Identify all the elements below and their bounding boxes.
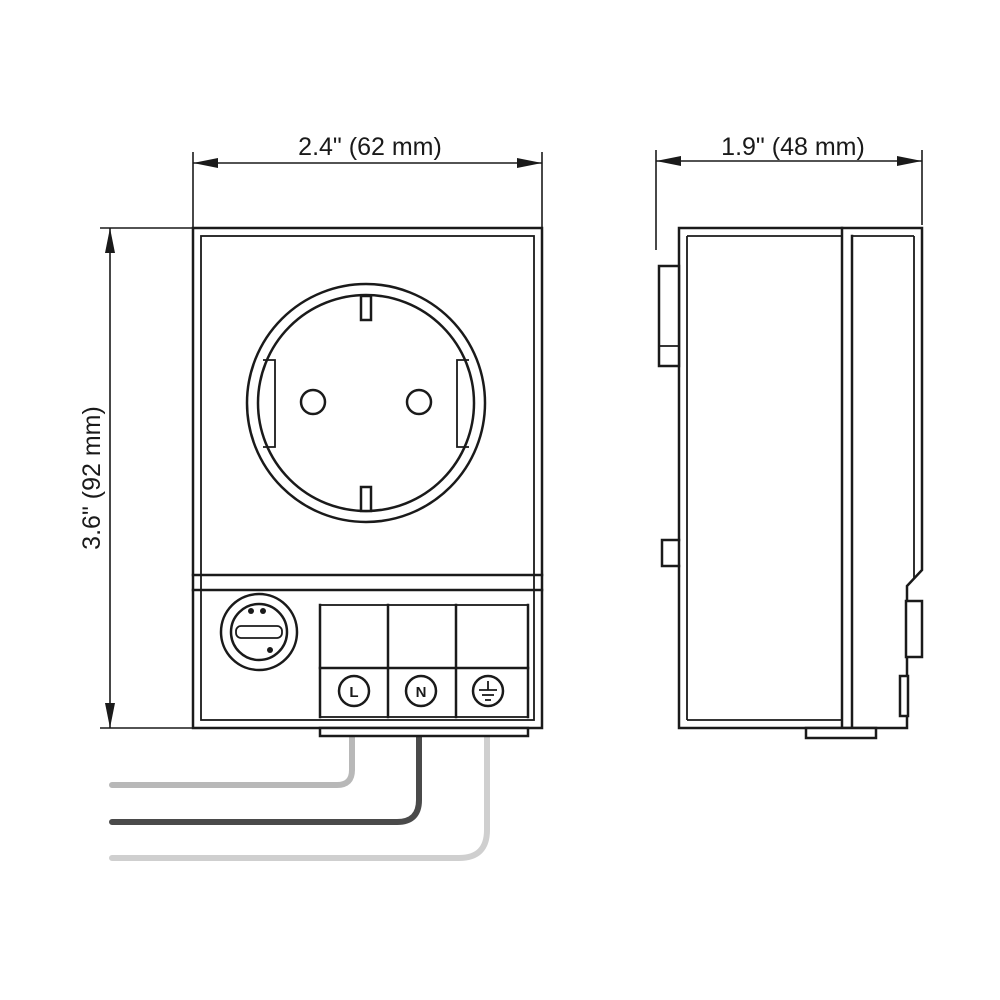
earth-symbol-icon xyxy=(471,674,505,708)
fuse-holder-icon xyxy=(219,592,299,672)
height-dimension: 3.6" (92 mm) xyxy=(78,227,193,729)
width-dimension: 2.4" (62 mm) xyxy=(192,133,543,228)
front-view: L N xyxy=(191,226,544,738)
terminal-n: N xyxy=(404,674,438,708)
wire-light xyxy=(109,729,355,788)
width-label: 2.4" (62 mm) xyxy=(298,133,442,161)
terminal-compartment: L N xyxy=(219,592,530,719)
din-clip-bottom xyxy=(660,538,681,568)
din-clip-top xyxy=(657,264,681,368)
depth-dimension: 1.9" (48 mm) xyxy=(655,133,923,250)
wire-dark xyxy=(109,729,422,825)
terminal-l: L xyxy=(337,674,371,708)
terminal-n-label: N xyxy=(416,684,427,701)
height-label: 3.6" (92 mm) xyxy=(78,406,106,550)
side-view xyxy=(657,226,924,740)
terminal-l-label: L xyxy=(349,684,358,701)
supply-wires xyxy=(109,729,490,861)
schuko-socket-icon xyxy=(245,282,487,524)
depth-label: 1.9" (48 mm) xyxy=(721,133,865,161)
wire-lighter xyxy=(109,729,490,861)
